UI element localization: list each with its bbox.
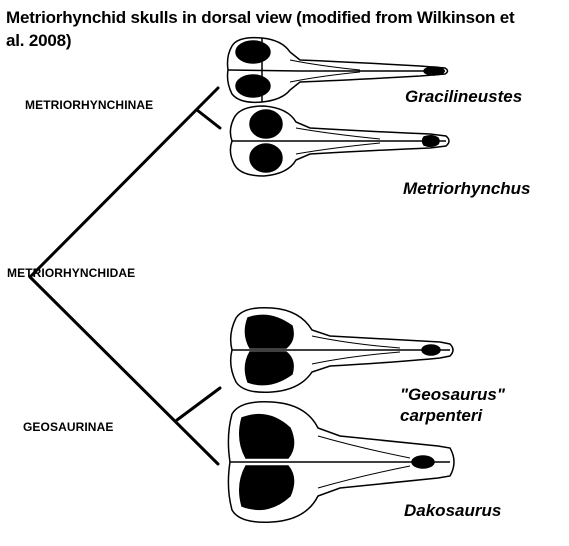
skull-gracilineustes	[226, 36, 449, 104]
clade-label-metriorhynchidae: METRIORHYNCHIDAE	[7, 266, 136, 280]
clade-label-geosaurinae: GEOSAURINAE	[23, 420, 114, 434]
clade-label-metriorhynchinae: METRIORHYNCHINAE	[25, 98, 154, 112]
skull-geosaurus-carpenteri	[229, 306, 454, 394]
taxon-label-geosaurus-line1: "Geosaurus"	[400, 385, 505, 404]
skull-metriorhynchus	[229, 105, 450, 177]
branch-to-geosaurus-carpenteri	[175, 386, 222, 422]
branch-root-to-metriorhynchinae	[28, 86, 220, 279]
taxon-label-geosaurus-carpenteri: "Geosaurus" carpenteri	[400, 384, 505, 426]
taxon-label-geosaurus-line2: carpenteri	[400, 406, 483, 425]
skull-dakosaurus	[227, 401, 455, 523]
taxon-label-metriorhynchus: Metriorhynchus	[403, 179, 531, 198]
taxon-label-gracilineustes: Gracilineustes	[405, 87, 523, 106]
tree-branches	[28, 86, 222, 466]
branch-to-metriorhynchus	[195, 108, 222, 130]
taxon-label-dakosaurus: Dakosaurus	[404, 501, 502, 520]
figure-title: Metriorhynchid skulls in dorsal view (mo…	[6, 8, 515, 50]
branch-root-to-geosaurinae	[28, 275, 220, 466]
